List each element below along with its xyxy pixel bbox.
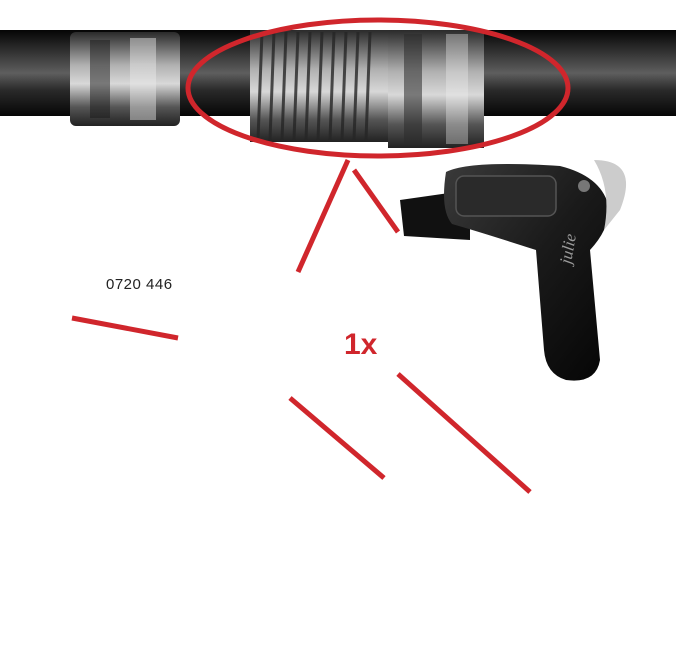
- part-number-label: 0720 446: [106, 276, 173, 293]
- callout-lines: [71, 158, 532, 494]
- quantity-label: 1x: [344, 328, 378, 361]
- left-fitting: [70, 32, 180, 126]
- threaded-fitting: [250, 30, 484, 148]
- highlight-ellipse-top: [185, 17, 571, 159]
- brake-lever: [400, 160, 627, 381]
- hose-photo: [0, 0, 676, 160]
